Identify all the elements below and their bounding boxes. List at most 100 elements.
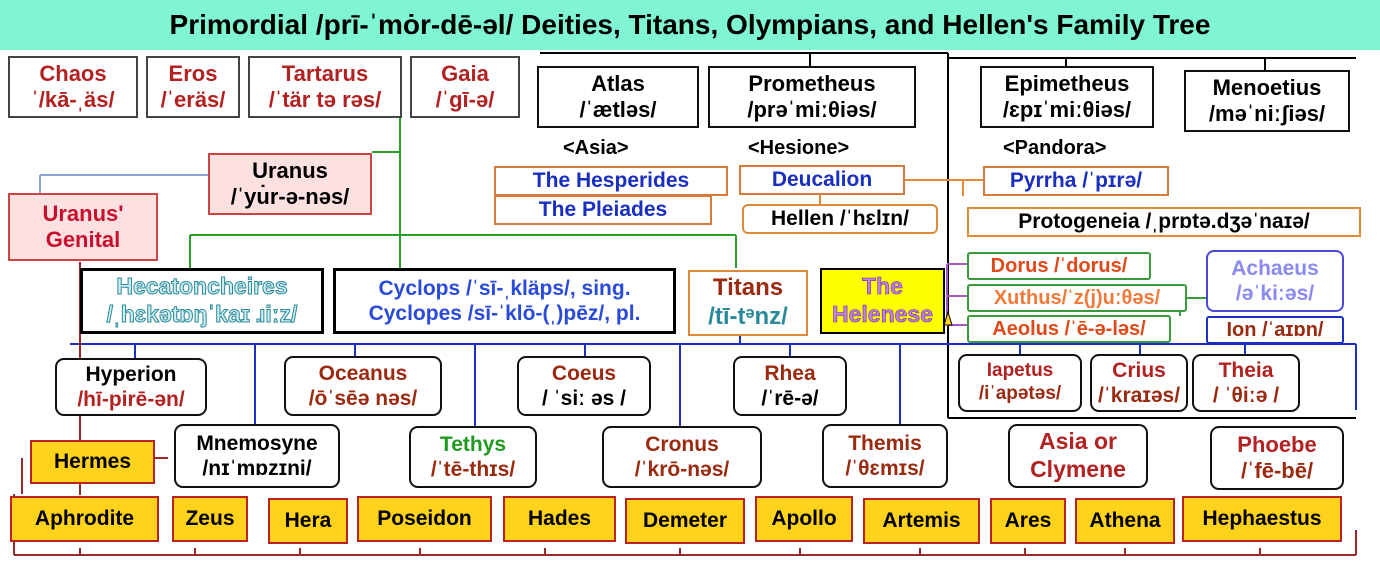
node-name: Hades — [527, 507, 592, 531]
node-ipa: / ˈsiː əs / — [541, 387, 627, 410]
node-tethys: Tethys /ˈtē-thɪs/ — [409, 426, 537, 488]
olympian-hephaestus: Hephaestus — [1182, 496, 1342, 542]
node-name: Demeter — [642, 509, 728, 533]
node-pyrrha: Pyrrha /ˈpɪrə/ — [983, 166, 1169, 196]
node-name: Ares — [1004, 509, 1052, 533]
node-name: Hera — [284, 509, 332, 533]
node-name: Atlas — [591, 70, 645, 96]
olympian-apollo: Apollo — [755, 496, 853, 542]
node-line1: Cyclops /ˈsī-ˌkläps/, sing. — [378, 276, 631, 300]
node-hyperion: Hyperion /hī-pirē-ən/ — [55, 358, 207, 416]
node-ipa: Clymene — [1030, 456, 1126, 482]
node-name: Asia or — [1039, 428, 1117, 455]
node-titans-label: Titans /tī-tᵊnz/ — [688, 270, 808, 336]
node-ipa: /ōˈsēə nəs/ — [308, 387, 418, 410]
node-uranus: Uranus /ˈyu̇r-ə-nəs/ — [208, 153, 372, 215]
node-line1: Uranus' — [42, 200, 124, 226]
node-line2: Cyclopes /sī-ˈklō-(ˌ)pēz/, pl. — [368, 302, 641, 325]
node-hermes: Hermes — [30, 440, 155, 484]
node-name: Rhea — [764, 361, 816, 385]
node-ipa: /nɪˈmɒzɪni/ — [202, 457, 312, 480]
node-epimetheus: Epimetheus /ɛpɪˈmiːθiəs/ — [980, 66, 1154, 128]
node-ipa: ˈ/kā-ˌäs/ — [31, 87, 115, 112]
node-gaia: Gaia /ˈgī-ə/ — [410, 56, 520, 118]
node-tartarus: Tartarus /ˈtär tə rəs/ — [248, 56, 402, 118]
node-name: Tartarus — [281, 60, 369, 86]
node-hesperides: The Hesperides — [494, 166, 728, 196]
node-name: Artemis — [882, 509, 961, 533]
node-xuthus: Xuthus/ˈz(j)uːθəs/ — [967, 284, 1187, 312]
node-line1: The — [862, 273, 903, 300]
node-ipa: /məˈniːʃiəs/ — [1208, 101, 1326, 126]
node-ipa: /ˌhɛkətɒŋˈkaɪ ɹiːz/ — [106, 301, 298, 328]
node-cyclops: Cyclops /ˈsī-ˌkläps/, sing. Cyclopes /sī… — [333, 268, 676, 334]
label-asia: <Asia> — [563, 137, 629, 159]
node-name: Zeus — [185, 507, 235, 531]
node-mnemosyne: Mnemosyne /nɪˈmɒzɪni/ — [174, 424, 340, 488]
node-ipa: /ˈθɛmɪs/ — [845, 457, 925, 480]
node-name: Dorus /ˈdorus/ — [990, 255, 1128, 277]
node-ipa: /ˈtē-thɪs/ — [430, 458, 516, 481]
label-hesione: <Hesione> — [748, 137, 850, 159]
node-coeus: Coeus / ˈsiː əs / — [517, 356, 651, 416]
node-name: The Pleiades — [538, 198, 668, 222]
node-name: Oceanus — [318, 361, 408, 385]
olympian-hades: Hades — [503, 496, 616, 542]
olympian-poseidon: Poseidon — [357, 496, 492, 542]
node-ipa: /əˈkiːəs/ — [1235, 282, 1315, 305]
node-dorus: Dorus /ˈdorus/ — [967, 252, 1151, 280]
node-ipa: / ˈθiːə / — [1212, 384, 1280, 407]
node-name: Hellen /ˈhɛlɪn/ — [771, 207, 909, 231]
node-name: Hyperion — [85, 362, 177, 386]
node-name: Xuthus/ˈz(j)uːθəs/ — [993, 287, 1161, 309]
node-name: Protogeneia /ˌprɒtə.dʒəˈnaɪə/ — [1018, 210, 1310, 234]
node-cronus: Cronus /ˈkrō-nəs/ — [602, 426, 762, 488]
node-line2: Genital — [45, 227, 121, 252]
node-atlas: Atlas /ˈætləs/ — [537, 66, 699, 128]
node-pleiades: The Pleiades — [494, 195, 712, 225]
node-name: Themis — [848, 431, 922, 455]
node-ipa: /ˈrē-ə/ — [761, 387, 819, 410]
node-ipa: /iˈapətəs/ — [978, 383, 1062, 404]
node-name: Phoebe — [1237, 431, 1317, 457]
node-name: Achaeus — [1231, 256, 1319, 280]
node-ipa: /ˈyu̇r-ə-nəs/ — [230, 184, 350, 209]
node-name: Hephaestus — [1202, 507, 1322, 531]
node-name: Deucalion — [771, 168, 873, 192]
node-ipa: /ˈfē-bē/ — [1240, 458, 1314, 483]
node-hellen: Hellen /ˈhɛlɪn/ — [742, 204, 938, 234]
node-prometheus: Prometheus /prəˈmiːθiəs/ — [708, 66, 916, 128]
node-theia: Theia / ˈθiːə / — [1192, 354, 1300, 412]
node-ipa: /ˈætləs/ — [579, 97, 657, 122]
node-name: Theia — [1218, 358, 1274, 382]
node-name: Tethys — [439, 432, 507, 456]
node-eros: Eros /ˈeräs/ — [146, 56, 240, 118]
node-name: Eros — [168, 60, 218, 86]
node-name: Chaos — [39, 60, 107, 86]
node-line2: Helenese — [831, 301, 934, 328]
node-name: Hermes — [53, 450, 132, 474]
olympian-ares: Ares — [990, 498, 1066, 544]
node-crius: Crius /ˈkraɪəs/ — [1090, 354, 1188, 412]
page-title: Primordial /prī-ˈmȯr-dē-əl/ Deities, Tit… — [0, 0, 1380, 50]
node-name: Apollo — [771, 507, 837, 531]
node-name: Aphrodite — [34, 507, 135, 531]
node-name: Poseidon — [377, 507, 472, 531]
node-name: Hecatoncheires — [116, 273, 288, 300]
node-name: Athena — [1089, 509, 1161, 533]
node-name: Mnemosyne — [196, 431, 318, 455]
olympian-artemis: Artemis — [863, 498, 980, 544]
olympian-demeter: Demeter — [625, 498, 745, 544]
node-name: Crius — [1112, 358, 1166, 382]
node-ipa: /ˈgī-ə/ — [435, 87, 495, 112]
node-themis: Themis /ˈθɛmɪs/ — [822, 424, 948, 488]
node-oceanus: Oceanus /ōˈsēə nəs/ — [284, 356, 442, 416]
node-hecatoncheires: Hecatoncheires /ˌhɛkətɒŋˈkaɪ ɹiːz/ — [80, 268, 324, 334]
label-pandora: <Pandora> — [1003, 137, 1107, 159]
node-rhea: Rhea /ˈrē-ə/ — [733, 356, 847, 416]
node-iapetus: Iapetus /iˈapətəs/ — [958, 354, 1082, 412]
node-name: Epimetheus — [1004, 70, 1130, 96]
node-name: Gaia — [441, 60, 489, 86]
node-name: Titans — [712, 274, 784, 302]
node-phoebe: Phoebe /ˈfē-bē/ — [1210, 426, 1344, 490]
